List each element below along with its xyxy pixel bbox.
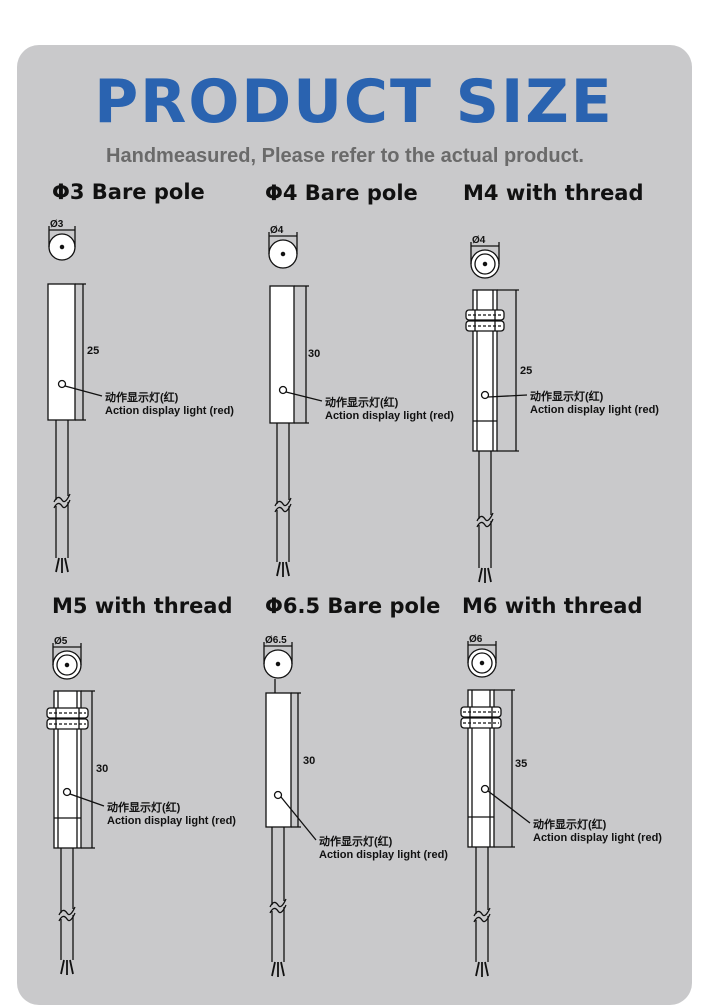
led-leader-line [285, 391, 323, 402]
led-indicator [480, 390, 490, 400]
cable-break-mark [473, 913, 491, 923]
top-view-center-dot [280, 251, 286, 257]
led-label-en: Action display light (red) [533, 832, 662, 844]
cable-break-mark [58, 906, 76, 916]
sensor-drawing-m5 [46, 643, 105, 975]
led-indicator [480, 784, 490, 794]
led-indicator [278, 385, 288, 395]
product-title-phi4: Φ4 Bare pole [265, 181, 418, 205]
top-view-center-dot [59, 244, 65, 250]
cable-break-mark [274, 497, 292, 507]
diameter-label: Ø6 [469, 634, 483, 645]
sensor-drawing-phi4 [268, 232, 323, 577]
product-title-m5: M5 with thread [52, 594, 233, 618]
sensor-drawing-m6 [460, 641, 531, 977]
hex-nut-top [46, 707, 89, 719]
page-title: PRODUCT SIZE [94, 67, 614, 137]
length-label: 35 [515, 758, 527, 770]
top-view-center-dot [275, 661, 281, 667]
diameter-label: Ø4 [270, 225, 284, 236]
led-label-en: Action display light (red) [107, 815, 236, 827]
led-leader-line [280, 796, 317, 841]
product-title-m6: M6 with thread [462, 594, 643, 618]
wire-end [487, 567, 492, 583]
led-leader-line [487, 790, 531, 824]
sensor-body [269, 285, 295, 424]
top-view-center-dot [64, 662, 70, 668]
product-title-m4: M4 with thread [463, 181, 644, 205]
top-view-inner-ring [471, 652, 493, 674]
length-label: 30 [308, 348, 320, 360]
wire-end [285, 561, 290, 577]
led-label-en: Action display light (red) [530, 404, 659, 416]
wire-end [69, 959, 74, 975]
cable-break-mark [269, 898, 287, 908]
wire-end [276, 561, 281, 577]
led-label-en: Action display light (red) [325, 410, 454, 422]
wire-end [280, 961, 285, 977]
length-label: 30 [303, 755, 315, 767]
led-label-cn: 动作显示灯(红) [107, 800, 181, 814]
cable-break-mark [58, 912, 76, 922]
top-view-inner-ring [474, 253, 496, 275]
wire-end [475, 961, 480, 977]
led-label-cn: 动作显示灯(红) [533, 817, 607, 831]
led-indicator [273, 790, 283, 800]
wire-end [478, 567, 483, 583]
wire-end [60, 959, 65, 975]
top-view-center-dot [479, 660, 485, 666]
sensor-drawing-m4 [465, 242, 528, 583]
sensor-body [47, 283, 76, 421]
diameter-label: Ø4 [472, 235, 486, 246]
wire-end [64, 557, 69, 573]
led-label-cn: 动作显示灯(红) [105, 390, 179, 404]
cable-break-mark [476, 518, 494, 528]
diameter-label: Ø5 [54, 636, 68, 647]
sensor-drawing-phi65 [263, 642, 317, 977]
led-label-cn: 动作显示灯(红) [325, 395, 399, 409]
length-label: 25 [87, 345, 99, 357]
cable-break-mark [274, 503, 292, 513]
cable-break-mark [473, 907, 491, 917]
cable-break-mark [476, 512, 494, 522]
cable-break-mark [53, 493, 71, 503]
cable-break-mark [53, 499, 71, 509]
product-size-card [17, 45, 692, 1005]
led-indicator [62, 787, 72, 797]
led-label-cn: 动作显示灯(红) [530, 389, 604, 403]
led-label-cn: 动作显示灯(红) [319, 834, 393, 848]
sensor-drawing-phi3 [47, 226, 103, 573]
led-leader-line [487, 394, 528, 398]
length-label: 30 [96, 763, 108, 775]
wire-end [55, 557, 60, 573]
diameter-label: Ø6.5 [265, 635, 287, 646]
led-leader-line [69, 793, 105, 807]
led-label-en: Action display light (red) [319, 849, 448, 861]
product-title-phi65: Φ6.5 Bare pole [265, 594, 441, 618]
top-view-center-dot [482, 261, 488, 267]
wire-end [271, 961, 276, 977]
led-label-en: Action display light (red) [105, 405, 234, 417]
wire-end [484, 961, 489, 977]
diameter-label: Ø3 [50, 219, 64, 230]
cable-break-mark [269, 904, 287, 914]
product-title-phi3: Φ3 Bare pole [52, 180, 205, 204]
hex-nut-bottom [46, 718, 89, 730]
length-label: 25 [520, 365, 532, 377]
led-indicator [57, 379, 67, 389]
page-subtitle: Handmeasured, Please refer to the actual… [106, 145, 584, 167]
top-view-inner-ring [56, 654, 78, 676]
led-leader-line [64, 385, 103, 397]
sensor-body [265, 692, 292, 828]
